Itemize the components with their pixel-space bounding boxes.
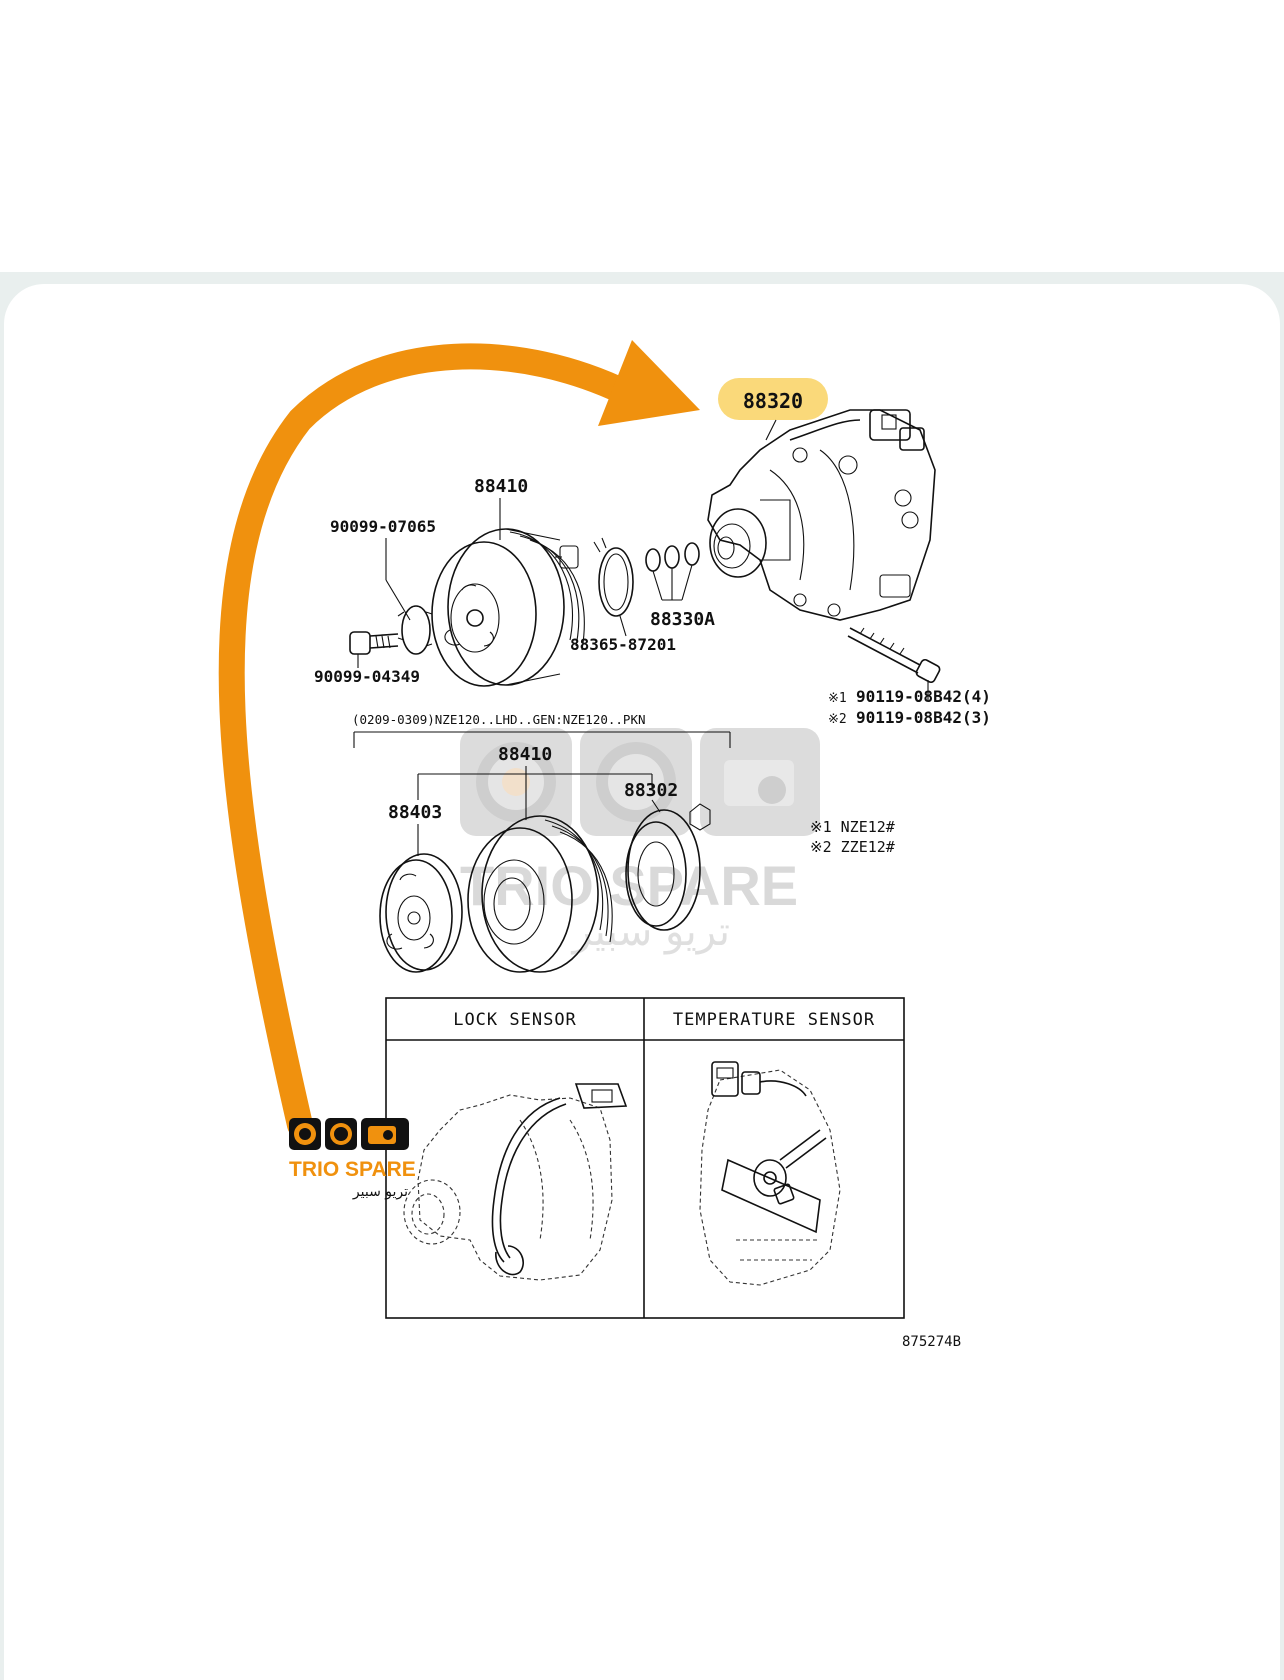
variant-note: (0209-0309)NZE120..LHD..GEN:NZE120..PKN: [352, 712, 646, 727]
callout-90119-08B42-3: 90119-08B42(3): [856, 708, 991, 727]
callout-88330A: 88330A: [650, 609, 715, 630]
pressure-plate: [379, 824, 463, 973]
note-nze12: ※1 NZE12#: [810, 818, 895, 836]
clutch-pulley-top: [431, 528, 585, 687]
compressor-callout-highlight: [718, 378, 828, 420]
highlight-arrow: [218, 340, 700, 1138]
content-card: [4, 284, 1280, 1680]
lock-sensor-drawing: [403, 1083, 628, 1281]
field-coil: [625, 799, 711, 931]
snap-ring: [593, 537, 634, 637]
watermark: TRIO SPARE تريو سبير: [460, 728, 820, 955]
callout-90099-07065: 90099-07065: [330, 517, 436, 536]
lock-washer: [397, 605, 433, 655]
note-zze12: ※2 ZZE12#: [810, 838, 895, 856]
bolt-note2-mark: ※2: [828, 712, 847, 727]
temperature-sensor-drawing: [699, 1061, 841, 1286]
callout-88320: 88320: [743, 389, 803, 413]
callout-90099-04349: 90099-04349: [314, 667, 420, 686]
callout-90119-08B42-4: 90119-08B42(4): [856, 687, 991, 706]
callout-88410-top: 88410: [474, 476, 528, 497]
brand-logo: [289, 1118, 409, 1150]
callout-88410-bottom: 88410: [498, 744, 552, 765]
shims: [645, 542, 700, 601]
figure-code: 875274B: [902, 1334, 961, 1350]
clutch-pulley-bottom: [467, 815, 613, 973]
small-bolt: [349, 631, 399, 668]
callout-88365-87201: 88365-87201: [570, 635, 676, 654]
temperature-sensor-title: TEMPERATURE SENSOR: [673, 1010, 875, 1030]
callout-88302: 88302: [624, 780, 678, 801]
callout-88403: 88403: [388, 802, 442, 823]
watermark-brand-ar: تريو سبير: [571, 909, 730, 955]
sensor-table: [385, 997, 905, 1319]
logo-brand-en: TRIO SPARE: [289, 1158, 416, 1181]
compressor-drawing: [707, 409, 941, 700]
logo-brand-ar: تريو سبير: [352, 1184, 408, 1200]
bolt-note1-mark: ※1: [828, 691, 847, 706]
lock-sensor-title: LOCK SENSOR: [453, 1010, 577, 1030]
